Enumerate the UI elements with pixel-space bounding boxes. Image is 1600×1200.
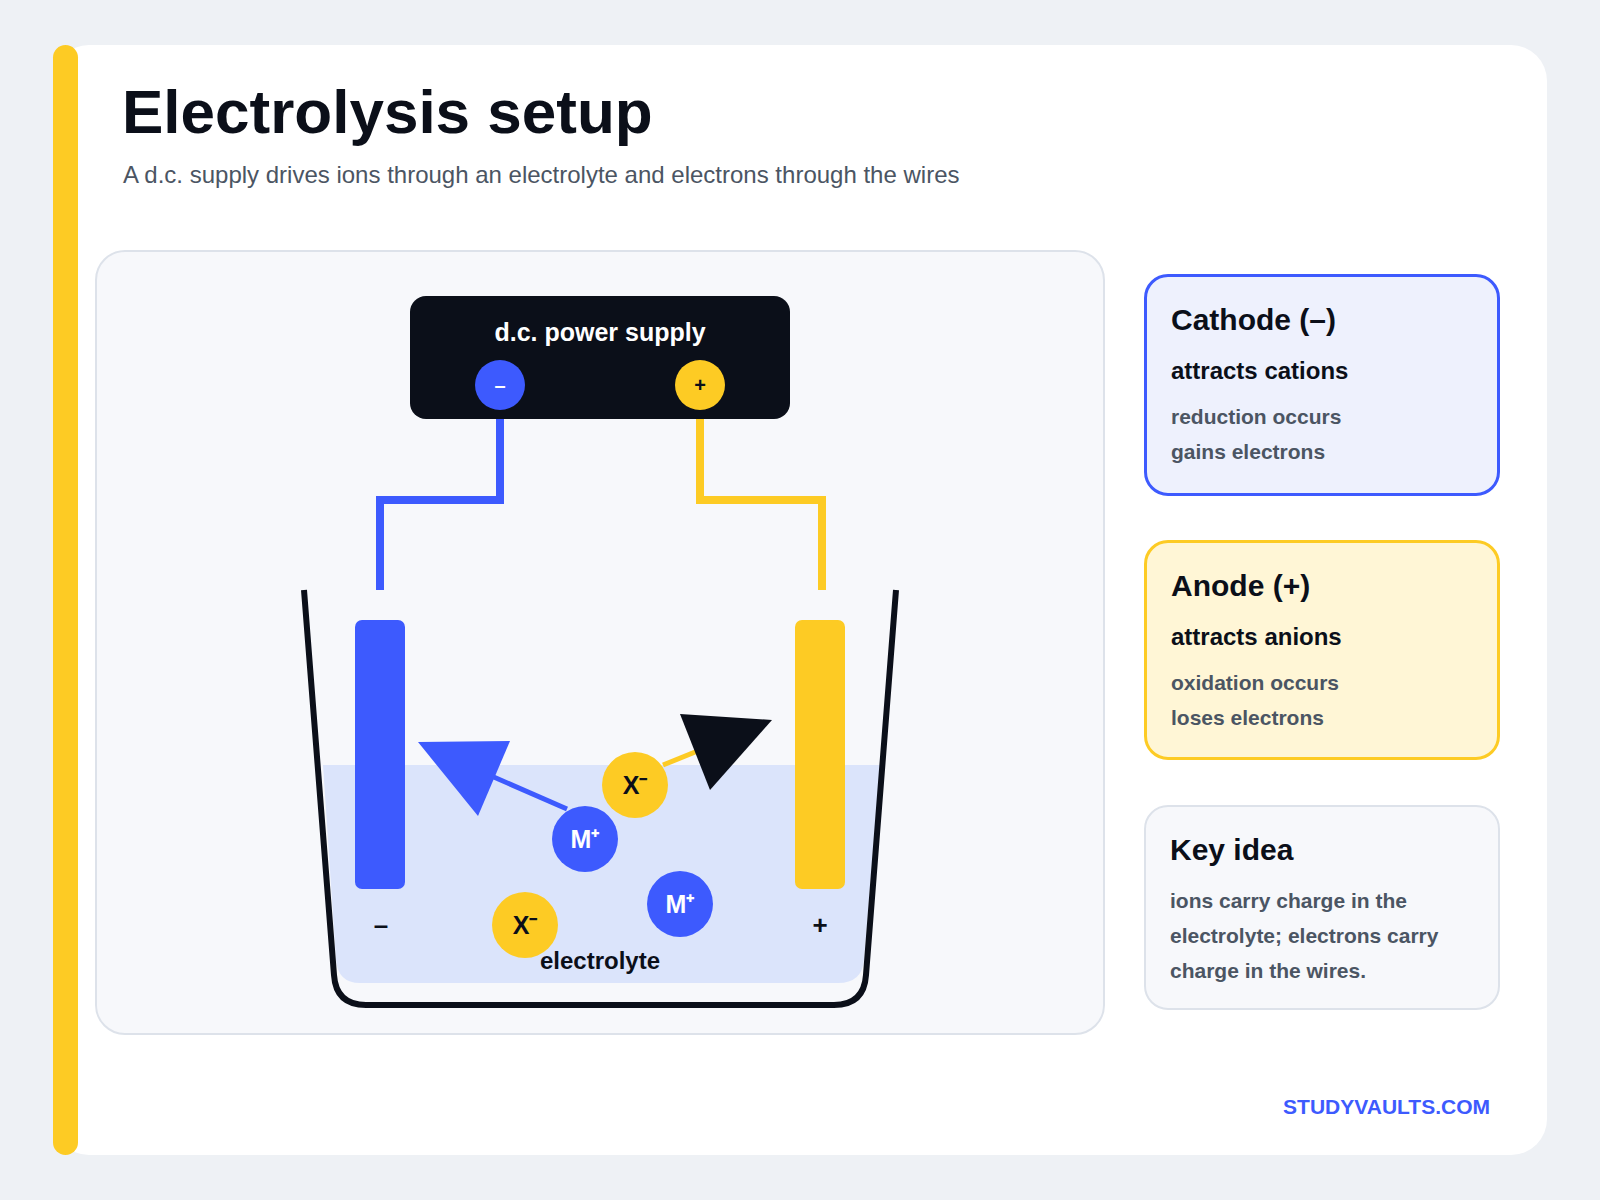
card-heading: Key idea [1170,833,1474,867]
info-card: Cathode (–) attracts cations reduction occ… [1144,274,1500,496]
card-heading: Anode (+) [1171,569,1473,603]
cathode-wire [380,410,500,590]
card-body: gains electrons [1171,434,1473,469]
electrode-sign: – [366,910,396,941]
supply-terminal: + [675,360,725,410]
ion-symbol: M⁺ [666,892,695,917]
supply-terminal: – [475,360,525,410]
anode-electrode [795,620,845,889]
card-body: loses electrons [1171,700,1473,735]
card-body: oxidation occurs [1171,665,1473,700]
card-body: ions carry charge in the electrolyte; el… [1170,883,1474,988]
key-idea-card: Key idea ions carry charge in the electro… [1144,805,1500,1010]
watermark: STUDYVAULTS.COM [1283,1095,1490,1119]
ion-circle: M⁺ [647,871,713,937]
terminal-sign: + [694,375,706,395]
page-caption: A d.c. supply drives ions through an ele… [123,161,959,189]
ion-symbol: X⁻ [513,913,538,938]
card-subheading: attracts anions [1171,623,1473,651]
accent-bar [53,45,78,1155]
electrode-sign: + [805,910,835,941]
card-heading: Cathode (–) [1171,303,1473,337]
cation-arrow-head [418,741,510,816]
supply-label: d.c. power supply [410,318,790,347]
ion-symbol: M⁺ [571,827,600,852]
beaker [304,590,896,1005]
terminal-sign: – [494,375,505,395]
page-title: Electrolysis setup [122,76,653,147]
card-body: reduction occurs [1171,399,1473,434]
anion-arrow-head [680,714,772,790]
cathode-electrode [355,620,405,889]
power-supply: d.c. power supply – + [410,296,790,419]
anode-wire [700,410,822,590]
ion-circle: X⁻ [602,752,668,818]
ion-circle: M⁺ [552,806,618,872]
card-subheading: attracts cations [1171,357,1473,385]
electrolyte-label: electrolyte [500,947,700,975]
ion-symbol: X⁻ [623,773,648,798]
info-card: Anode (+) attracts anions oxidation occurs… [1144,540,1500,760]
